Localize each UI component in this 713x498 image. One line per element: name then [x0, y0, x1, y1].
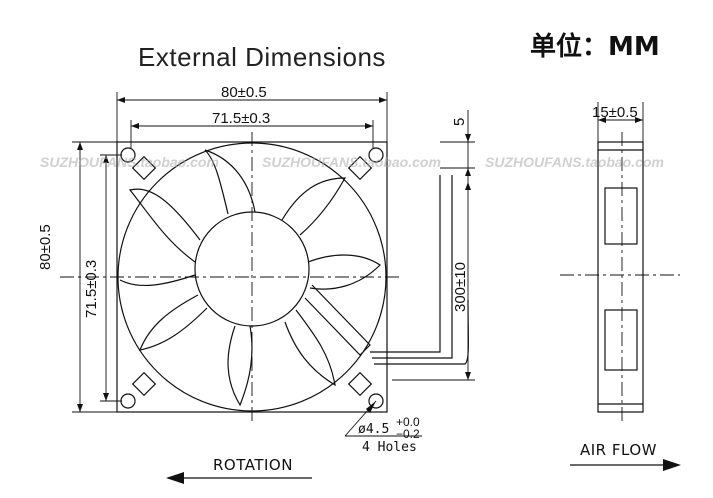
dim-outer-height: 80±0.5 — [37, 224, 54, 270]
dim-inner-height: 71.5±0.3 — [83, 259, 100, 318]
dim-thickness: 15±0.5 — [592, 104, 638, 121]
dim-inner-width: 71.5±0.3 — [212, 110, 271, 127]
dim-cable-length: 300±10 — [452, 262, 469, 312]
hole-tol-minus: −0.2 — [396, 427, 420, 441]
hole-tol-plus: +0.0 — [396, 415, 420, 429]
dim-outer-width: 80±0.5 — [221, 84, 267, 101]
hole-diameter: ø4.5 — [358, 422, 390, 437]
watermark: SUZHOUFANS.taobao.com — [262, 154, 441, 170]
cable-wire — [370, 175, 441, 353]
cable-channel — [304, 284, 371, 356]
watermark: SUZHOUFANS.taobao.com — [40, 154, 219, 170]
hole-count: 4 Holes — [362, 440, 417, 455]
rotation-arrow — [166, 472, 312, 484]
rotation-label: ROTATION — [213, 456, 293, 474]
corner-slot — [347, 371, 373, 397]
corner-slot — [131, 155, 157, 181]
mount-hole — [120, 393, 136, 409]
page-title: External Dimensions — [138, 42, 386, 72]
unit-label: 单位：MM — [530, 32, 660, 62]
air-flow-arrow — [570, 459, 681, 471]
mount-hole — [368, 393, 384, 409]
corner-slot — [131, 371, 157, 397]
dim-cable-offset: 5 — [451, 117, 468, 126]
side-view — [597, 141, 644, 413]
mount-hole — [368, 147, 384, 163]
air-flow-label: AIR FLOW — [580, 441, 657, 459]
cable-wire — [372, 175, 453, 359]
corner-slot — [347, 155, 373, 181]
fan-blades — [119, 149, 381, 407]
watermark: SUZHOUFANS.taobao.com — [485, 154, 664, 170]
